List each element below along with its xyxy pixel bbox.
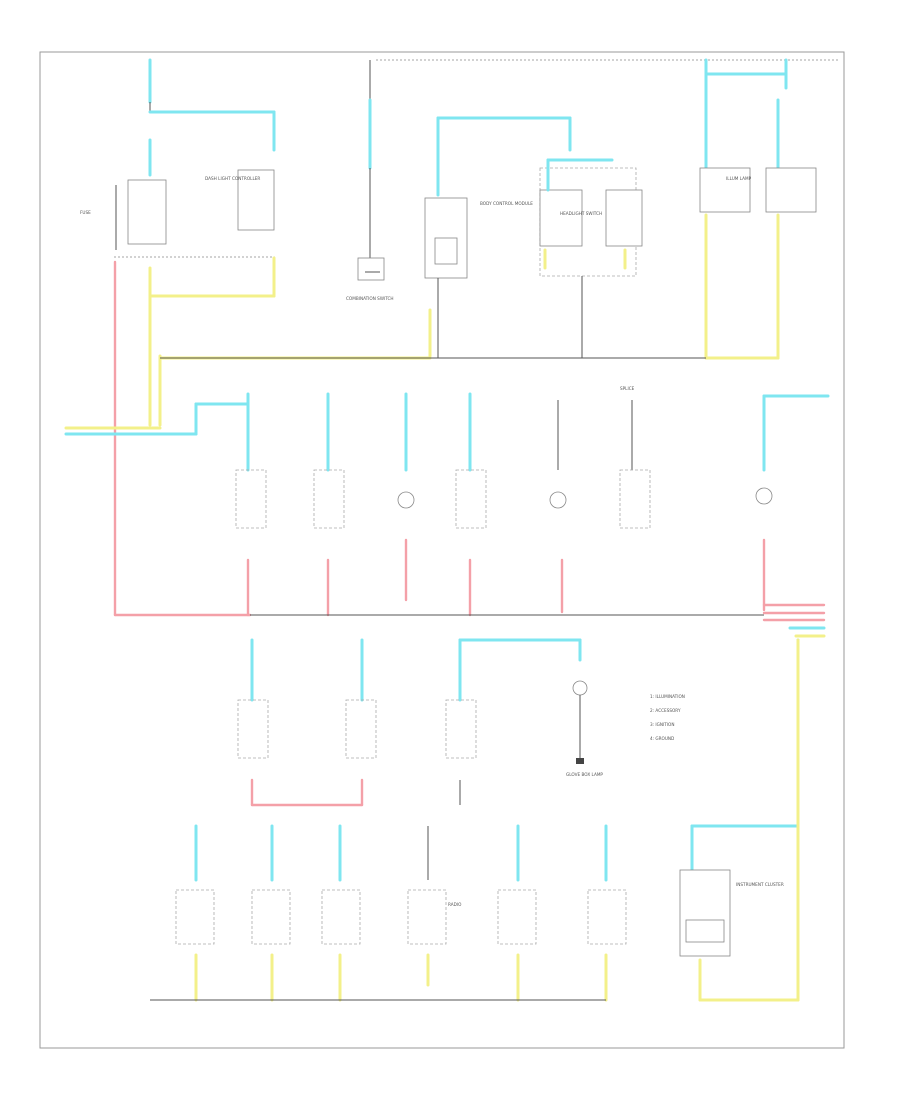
headlight-switch-sub-right bbox=[605, 189, 643, 247]
top-right-left-box bbox=[699, 167, 751, 213]
legend-item-1: 1: ILLUMINATION bbox=[650, 694, 685, 699]
ground-symbol bbox=[576, 758, 584, 764]
headlight-switch-sub-left bbox=[539, 189, 583, 247]
diagram-frame bbox=[39, 51, 845, 1049]
bottom-box-3 bbox=[321, 889, 361, 945]
illum-lamp-label: ILLUM LAMP bbox=[726, 176, 752, 181]
glove-box-lamp-label: GLOVE BOX LAMP bbox=[566, 772, 603, 777]
lamp-bulb-3 bbox=[397, 491, 415, 509]
combination-switch-label: COMBINATION SWITCH bbox=[346, 296, 394, 301]
dash-light-controller-box bbox=[237, 169, 275, 231]
bcm-inner-box bbox=[434, 237, 458, 265]
top-right-group: ILLUM LAMP bbox=[699, 58, 817, 360]
top-left-fuse-group: FUSE DASH LIGHT CONTROLLER bbox=[64, 58, 432, 617]
headlight-switch-label: HEADLIGHT SWITCH bbox=[560, 211, 602, 216]
bcm-label: BODY CONTROL MODULE bbox=[480, 201, 533, 206]
lamp-box-1 bbox=[235, 469, 267, 529]
combination-switch-box bbox=[357, 257, 385, 281]
bottom-module-box bbox=[679, 869, 731, 957]
dash-light-controller-label: DASH LIGHT CONTROLLER bbox=[205, 176, 260, 181]
bottom-box-4 bbox=[407, 889, 447, 945]
legend-item-4: 4: GROUND bbox=[650, 736, 674, 741]
legend-item-2: 2: ACCESSORY bbox=[650, 708, 681, 713]
middle-row-group: SPLICE bbox=[113, 386, 830, 638]
headlight-switch-splice-label: SPLICE bbox=[620, 386, 635, 391]
bottom-row-group: RADIO INSTRUMENT CLUSTER bbox=[150, 638, 800, 1002]
bottom-module-inner bbox=[685, 919, 725, 943]
lamp-box-10 bbox=[445, 699, 477, 759]
body-control-module-group: BODY CONTROL MODULE HEADLIGHT SWITCH bbox=[424, 116, 643, 358]
left-fuse-label: FUSE bbox=[80, 210, 91, 215]
top-right-right-box bbox=[765, 167, 817, 213]
bottom-box-6 bbox=[587, 889, 627, 945]
left-component-box bbox=[127, 179, 167, 245]
glove-box-lamp bbox=[572, 680, 588, 696]
combination-switch-group: COMBINATION SWITCH bbox=[346, 59, 840, 301]
instrument-cluster-label: INSTRUMENT CLUSTER bbox=[736, 882, 784, 887]
lamp-box-4 bbox=[455, 469, 487, 529]
lamp-box-8 bbox=[237, 699, 269, 759]
legend-item-3: 3: IGNITION bbox=[650, 722, 674, 727]
lamp-bulb-7 bbox=[755, 487, 773, 505]
bottom-box-1 bbox=[175, 889, 215, 945]
lamp-bulb-5 bbox=[549, 491, 567, 509]
bottom-box-2 bbox=[251, 889, 291, 945]
bottom-box-5 bbox=[497, 889, 537, 945]
lower-middle-group: GLOVE BOX LAMP 1: ILLUMINATION 2: ACCESS… bbox=[237, 638, 685, 807]
radio-label: RADIO bbox=[448, 902, 462, 907]
lamp-box-2 bbox=[313, 469, 345, 529]
lamp-box-9 bbox=[345, 699, 377, 759]
lamp-box-6 bbox=[619, 469, 651, 529]
